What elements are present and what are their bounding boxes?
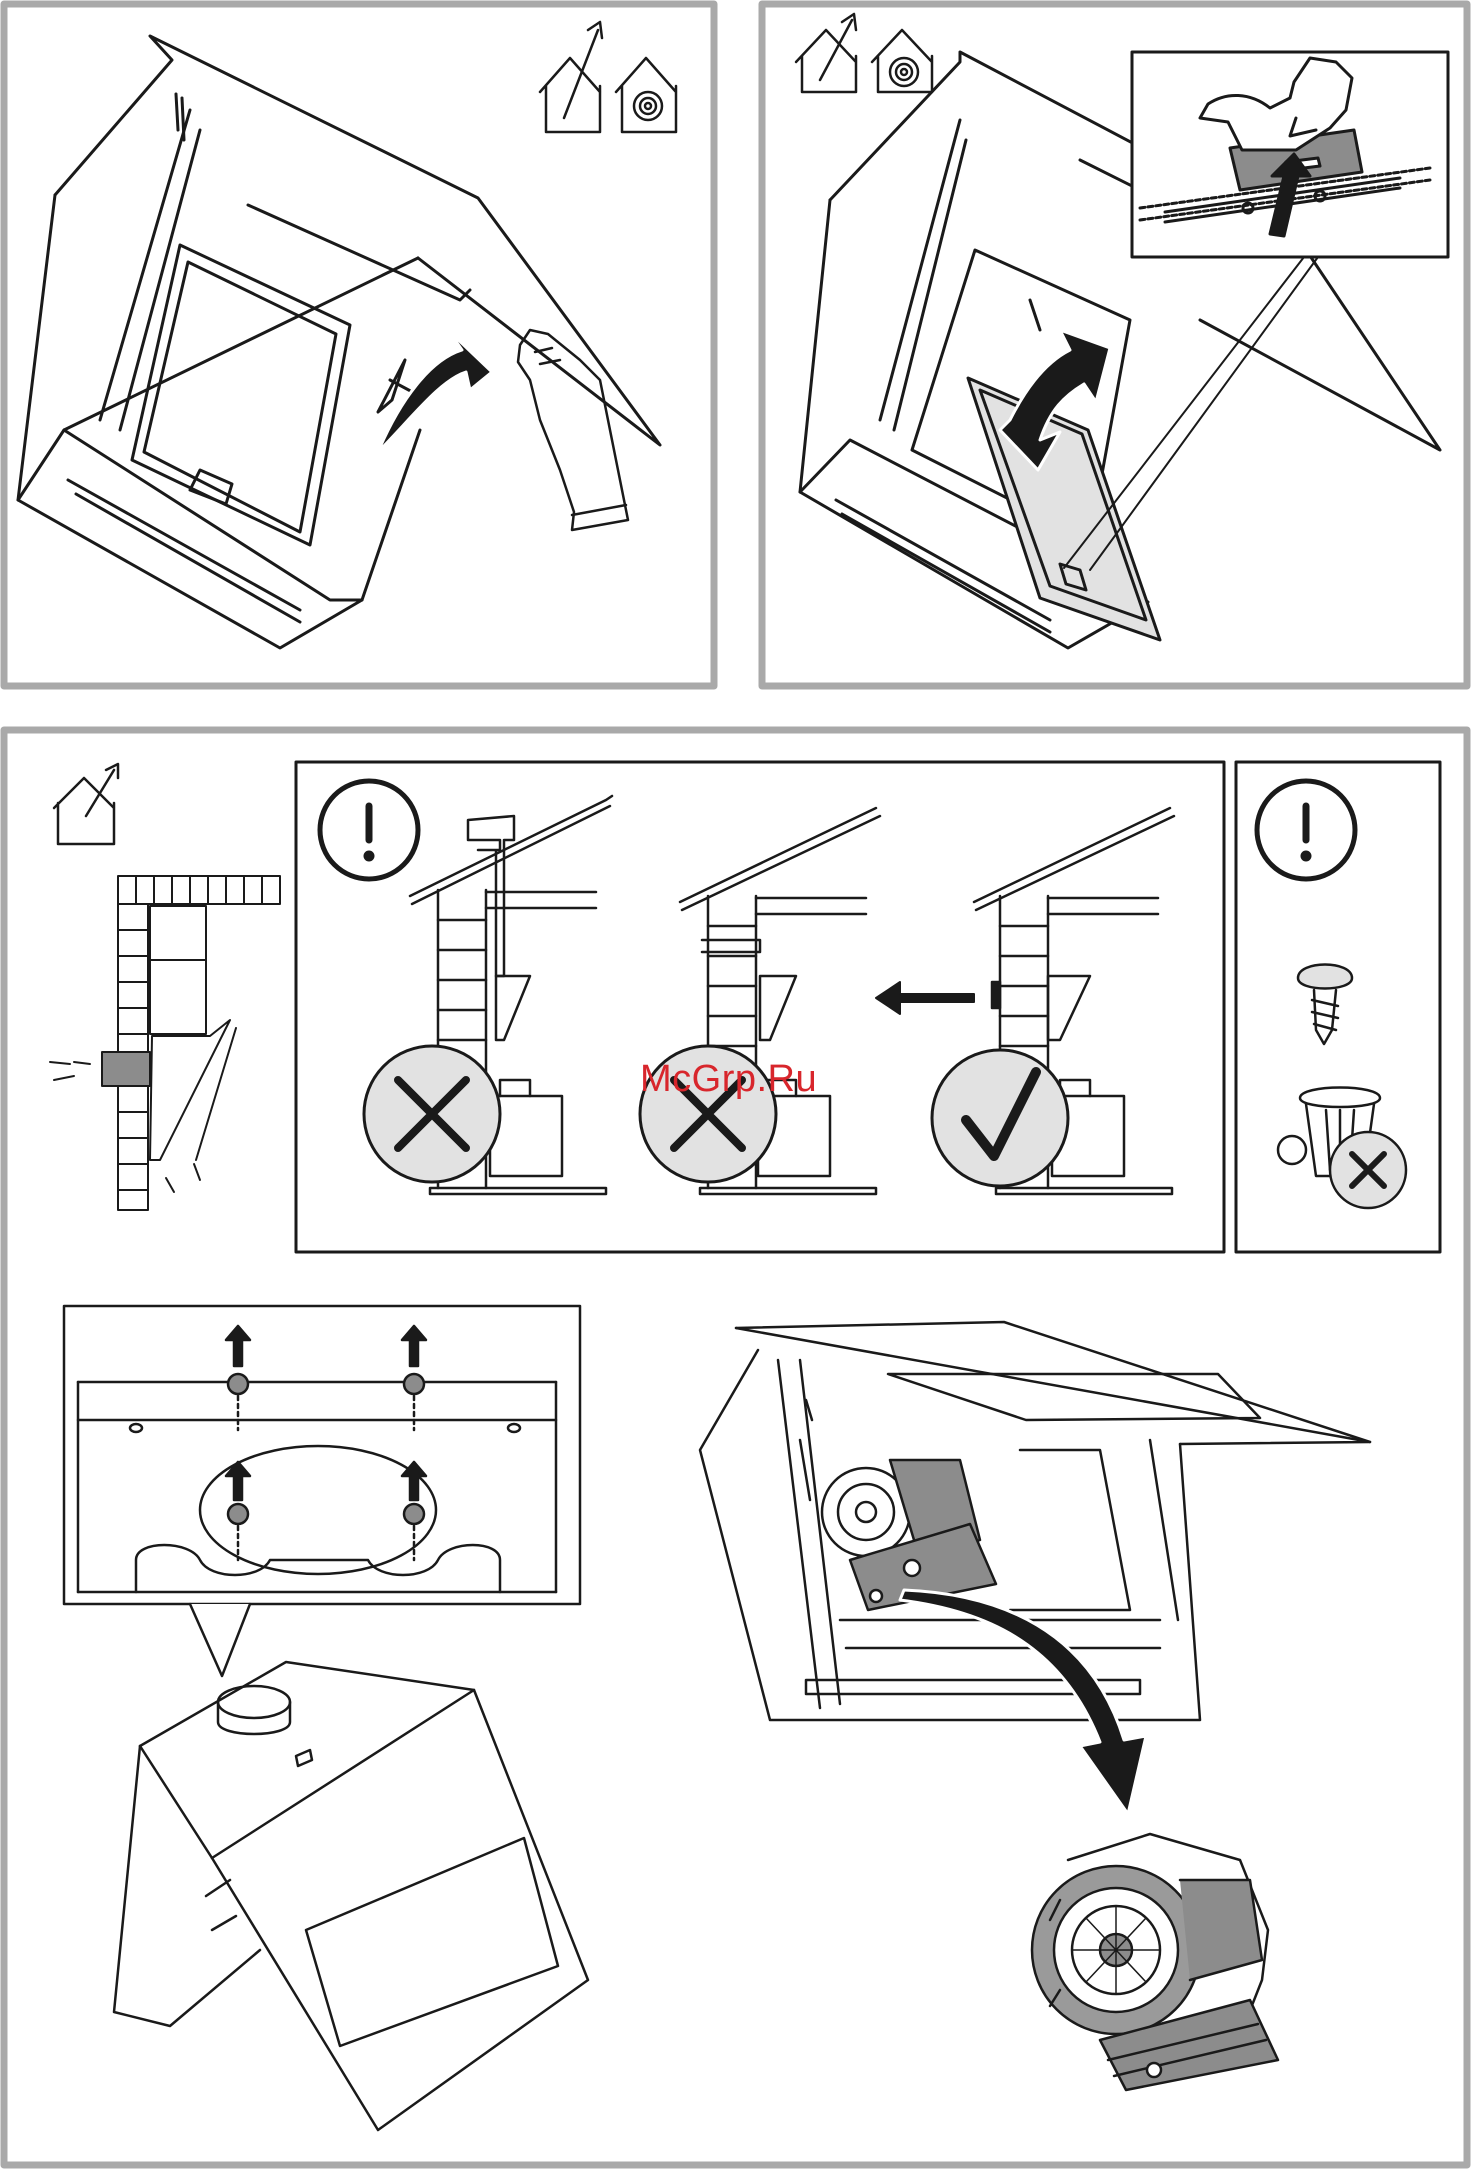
hood-open-view <box>18 36 660 648</box>
warning-icon <box>1257 781 1355 879</box>
panel-step-1 <box>4 4 714 686</box>
waste-bin-crossed-icon <box>1278 1088 1406 1209</box>
outlet-direction-arrow <box>876 982 974 1014</box>
hand-icon <box>518 330 628 530</box>
scenario-wrong-1 <box>364 796 612 1194</box>
screw-icon <box>228 1374 424 1524</box>
duct-extraction-icon <box>540 22 602 132</box>
recirculation-icon <box>872 30 932 92</box>
recirculation-icon <box>616 58 676 132</box>
watermark-text: McGrp.Ru <box>640 1058 817 1101</box>
screw-icon <box>1298 965 1352 1045</box>
hood-top-view <box>114 1662 588 2130</box>
duct-layout-warning-box <box>296 762 1224 1252</box>
warning-icon <box>320 781 418 879</box>
screw-removal-arrows <box>226 1326 426 1500</box>
hood-motor-view <box>700 1322 1370 1720</box>
duct-extraction-icon <box>796 14 856 92</box>
wall-section-diagram <box>50 876 280 1210</box>
screw-warning-box <box>1236 762 1440 1252</box>
top-outlet-screws-inset <box>64 1306 580 1676</box>
duct-extraction-icon <box>54 764 118 844</box>
panel-step-2 <box>762 4 1467 686</box>
filter-clip-detail-inset <box>1064 52 1448 570</box>
motor-removal-arrow <box>900 1590 1146 1814</box>
motor-unit-removed <box>1032 1834 1278 2090</box>
scenario-wrong-2 <box>640 808 880 1194</box>
motor-unit-installed <box>822 1460 996 1610</box>
